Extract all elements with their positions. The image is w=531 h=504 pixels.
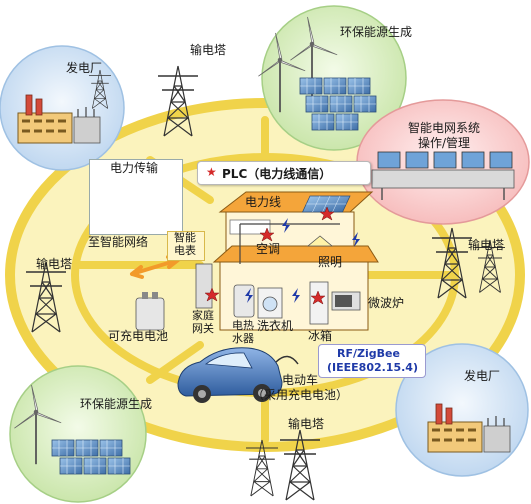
- power-line-label: 电力线: [245, 195, 282, 209]
- home-gateway-icon: [195, 263, 213, 309]
- transmission-tower-bottom-icon: [279, 429, 321, 501]
- power-plant-bottom-label: 发电厂: [464, 369, 501, 383]
- bidirectional-arrow: [130, 255, 180, 279]
- rf-zigbee-box: RF/ZigBee (IEEE802.15.4): [318, 344, 426, 378]
- microwave-label: 微波炉: [368, 296, 405, 310]
- air-conditioner-label: 空调: [256, 242, 281, 256]
- rf-zigbee-line2: (IEEE802.15.4): [327, 361, 418, 374]
- control-room-icon: [371, 151, 515, 200]
- refrigerator-label: 冰箱: [308, 329, 333, 343]
- home-gateway-label-2: 网关: [192, 322, 214, 335]
- rechargeable-battery-label: 可充电电池: [108, 329, 169, 343]
- home-gateway-label-1: 家庭: [192, 309, 214, 322]
- transmission-tower-top-label: 输电塔: [190, 43, 227, 57]
- eco-energy-bottom-circle: [9, 365, 147, 503]
- smart-meter-label-1: 智能: [174, 231, 196, 244]
- power-plant-top-label: 发电厂: [66, 61, 103, 75]
- power-transmission-box: [89, 159, 183, 235]
- to-smart-grid-label: 至智能网络: [88, 235, 149, 249]
- lighting-label: 照明: [318, 255, 343, 269]
- smart-grid-ops-label-1: 智能电网系统: [407, 121, 480, 135]
- electric-car-label-2: （采用充电电池）: [251, 388, 348, 402]
- power-plant-top-circle: [0, 45, 125, 171]
- smart-meter-box: [167, 231, 205, 261]
- plc-label: PLC（电力线通信）: [222, 167, 332, 181]
- power-transmission-label: 电力传输: [110, 161, 159, 175]
- transmission-tower-left-label: 输电塔: [36, 257, 73, 271]
- electric-car-icon: [177, 347, 299, 403]
- rf-zigbee-line1: RF/ZigBee: [337, 347, 400, 360]
- plc-label-box: ★ PLC（电力线通信）: [197, 161, 371, 185]
- plc-star-markers: [204, 206, 335, 305]
- transmission-tower-bottom-icon-2: [245, 439, 279, 497]
- rechargeable-battery-icon: [135, 292, 165, 331]
- transmission-tower-right-label: 输电塔: [468, 238, 505, 252]
- smart-grid-ops-label-2: 操作/管理: [417, 136, 471, 150]
- eco-energy-top-label: 环保能源生成: [340, 25, 413, 39]
- refrigerator-icon: [309, 281, 329, 325]
- smart-home: [195, 191, 379, 331]
- electric-car-label-1: 电动车: [281, 373, 318, 387]
- transmission-tower-bottom-label: 输电塔: [288, 417, 325, 431]
- water-heater-label-2: 水器: [232, 332, 254, 345]
- washing-machine-label: 洗衣机: [257, 319, 294, 333]
- water-heater-icon: [233, 284, 255, 318]
- water-heater-label-1: 电热: [232, 319, 254, 332]
- smart-meter-label-2: 电表: [174, 244, 196, 257]
- eco-energy-bottom-label: 环保能源生成: [80, 397, 153, 411]
- plc-star-icon: ★: [206, 165, 217, 179]
